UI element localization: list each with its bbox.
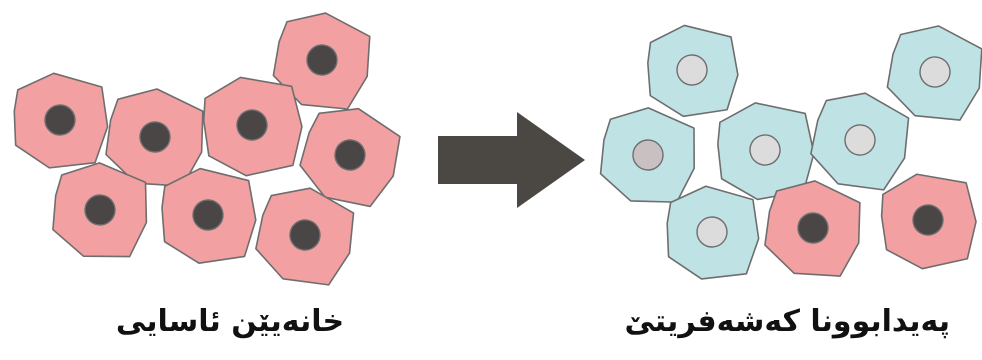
normal-cells-group: [13, 12, 401, 286]
normal-cell: [13, 72, 109, 169]
transformed-cell: [599, 107, 695, 203]
cell-nucleus: [676, 54, 708, 86]
cells-diagram: [13, 12, 982, 286]
normal-cell: [880, 173, 977, 270]
normal-cell: [52, 162, 148, 258]
cell-nucleus: [306, 44, 338, 76]
cell-nucleus: [44, 104, 76, 136]
normal-cell: [764, 180, 861, 277]
transformed-cell: [886, 25, 982, 121]
transformed-cell: [647, 24, 739, 118]
cell-nucleus: [236, 109, 268, 141]
normal-cell: [255, 187, 355, 286]
cell-nucleus: [289, 219, 321, 251]
normal-cells-caption: خانەیێن ئاسایی: [115, 304, 345, 339]
cell-nucleus: [696, 216, 728, 248]
normal-cell: [299, 107, 401, 208]
cell-nucleus: [919, 56, 951, 88]
transformed-cells-group: [599, 24, 982, 280]
arrow-shape: [438, 112, 585, 208]
cell-nucleus: [334, 139, 366, 171]
cell-nucleus: [749, 134, 781, 166]
transformed-cell: [717, 102, 815, 201]
cell-nucleus: [192, 199, 224, 231]
right-arrow-icon: [438, 112, 585, 208]
cell-nucleus: [844, 124, 876, 156]
transformed-cell: [810, 92, 910, 191]
cell-nucleus: [632, 139, 664, 171]
transformed-cells-caption: پەیدابوونا کەشەفریتێ: [624, 304, 950, 339]
cell-nucleus: [912, 204, 944, 236]
transformed-cell: [666, 185, 760, 280]
normal-cell: [272, 12, 371, 110]
cell-nucleus: [139, 121, 171, 153]
normal-cell: [161, 167, 257, 265]
cell-nucleus: [797, 212, 829, 244]
normal-cell: [202, 76, 303, 177]
cell-nucleus: [84, 194, 116, 226]
